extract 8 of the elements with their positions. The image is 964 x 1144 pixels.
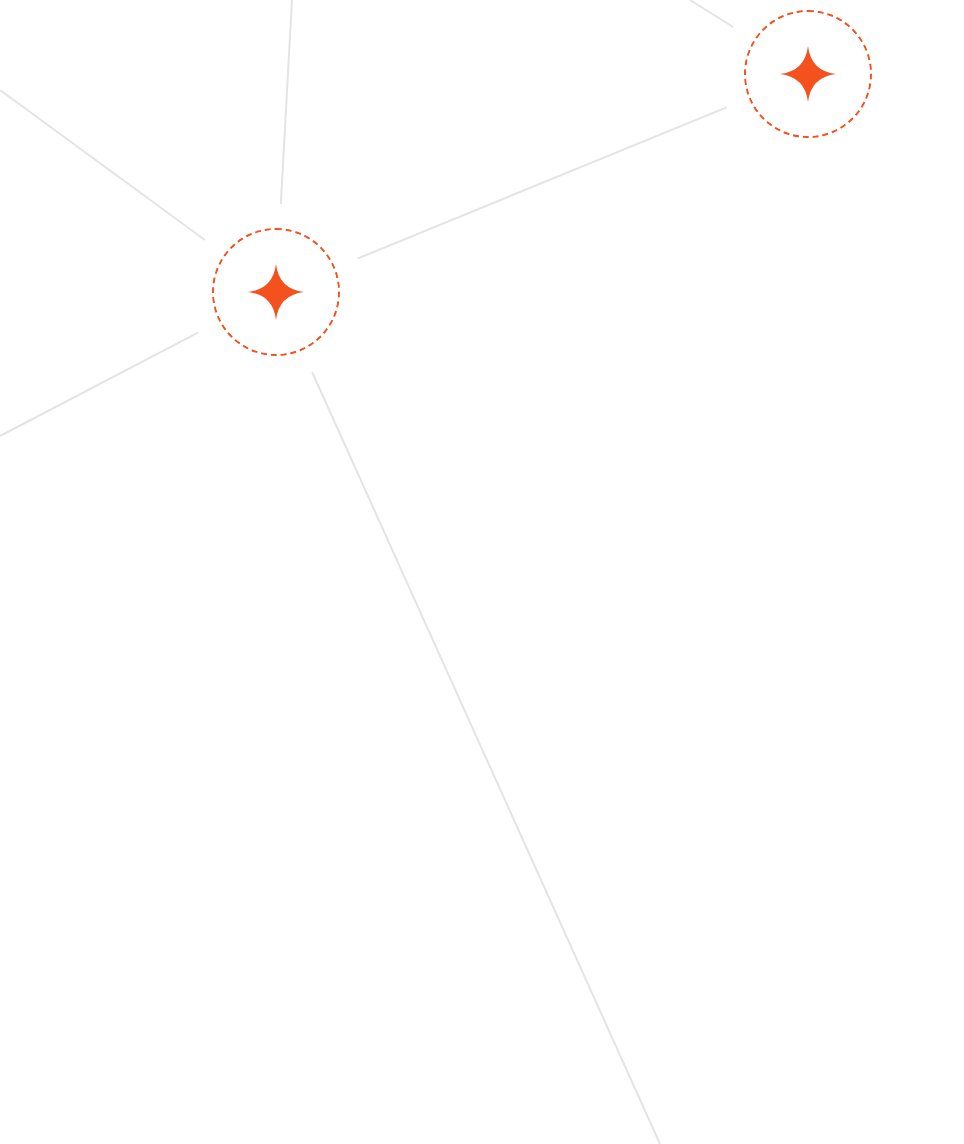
dashed-circle	[744, 10, 872, 138]
connector-line	[311, 371, 661, 1144]
connector-line	[0, 331, 199, 437]
connector-line	[279, 0, 293, 206]
connector-line	[356, 106, 728, 260]
connector-line	[0, 89, 206, 242]
connector-line	[689, 0, 735, 29]
dashed-circle	[212, 228, 340, 356]
